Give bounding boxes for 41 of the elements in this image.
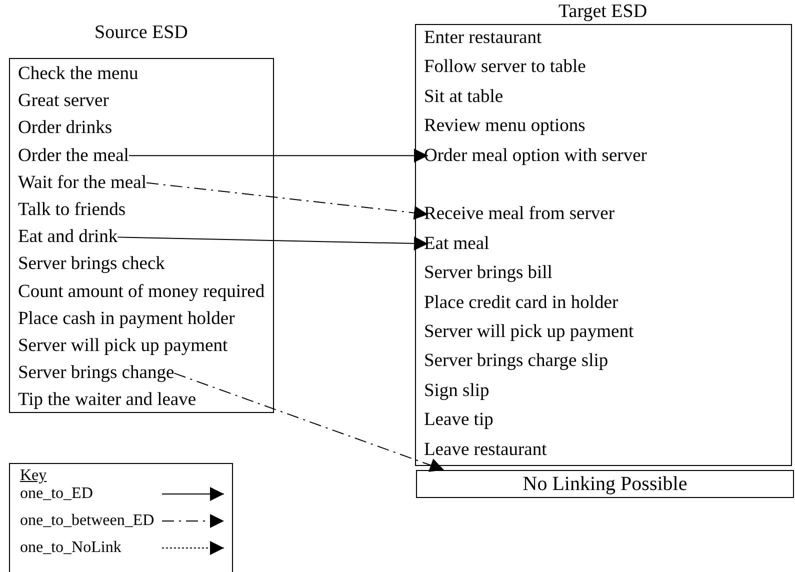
step-text: Great server (18, 89, 109, 114)
legend-heading: Key (20, 467, 47, 485)
step-text: Enter restaurant (424, 26, 542, 50)
step-text: Server will pick up payment (18, 334, 228, 358)
arrow (117, 236, 428, 250)
step-text: Sign slip (424, 378, 490, 403)
step-text: Check the menu (18, 62, 138, 86)
arrow (174, 372, 444, 472)
list-frame (415, 24, 792, 466)
step-text: Server brings check (18, 252, 165, 276)
step-text: Server will pick up payment (424, 320, 634, 344)
step-text: Follow server to table (424, 55, 586, 80)
step-text: Server brings bill (424, 261, 552, 286)
step-text: Server brings charge slip (424, 349, 608, 374)
note-box (416, 470, 794, 498)
step-text: Wait for the meal (18, 170, 146, 195)
step-text: Leave tip (424, 408, 494, 432)
list-title: Source ESD (94, 22, 188, 44)
step-text: Order meal option with server (424, 144, 647, 168)
step-text: Order drinks (18, 116, 112, 140)
step-text: Place cash in payment holder (18, 306, 235, 331)
step-text: Eat and drink (18, 225, 118, 250)
step-text: Leave restaurant (424, 438, 547, 462)
arrow (146, 182, 428, 220)
arrow (128, 148, 428, 163)
step-text: Receive meal from server (424, 202, 615, 226)
list-title: Target ESD (558, 1, 648, 23)
step-text: Eat meal (424, 232, 490, 256)
step-text: Sit at table (424, 84, 504, 109)
step-text: Order the meal (18, 144, 129, 168)
step-text: Tip the waiter and leave (18, 388, 196, 412)
legend-text: one_to_NoLink (20, 539, 122, 557)
legend-text: one_to_between_ED (20, 512, 154, 530)
step-text: Server brings change (18, 361, 174, 386)
step-text: Count amount of money required (18, 280, 265, 304)
step-text: Place credit card in holder (424, 290, 618, 315)
note-text: No Linking Possible (522, 472, 688, 497)
step-text: Talk to friends (18, 198, 126, 222)
step-text: Review menu options (424, 114, 586, 138)
list-frame (9, 58, 274, 413)
legend-text: one_to_ED (20, 485, 93, 503)
